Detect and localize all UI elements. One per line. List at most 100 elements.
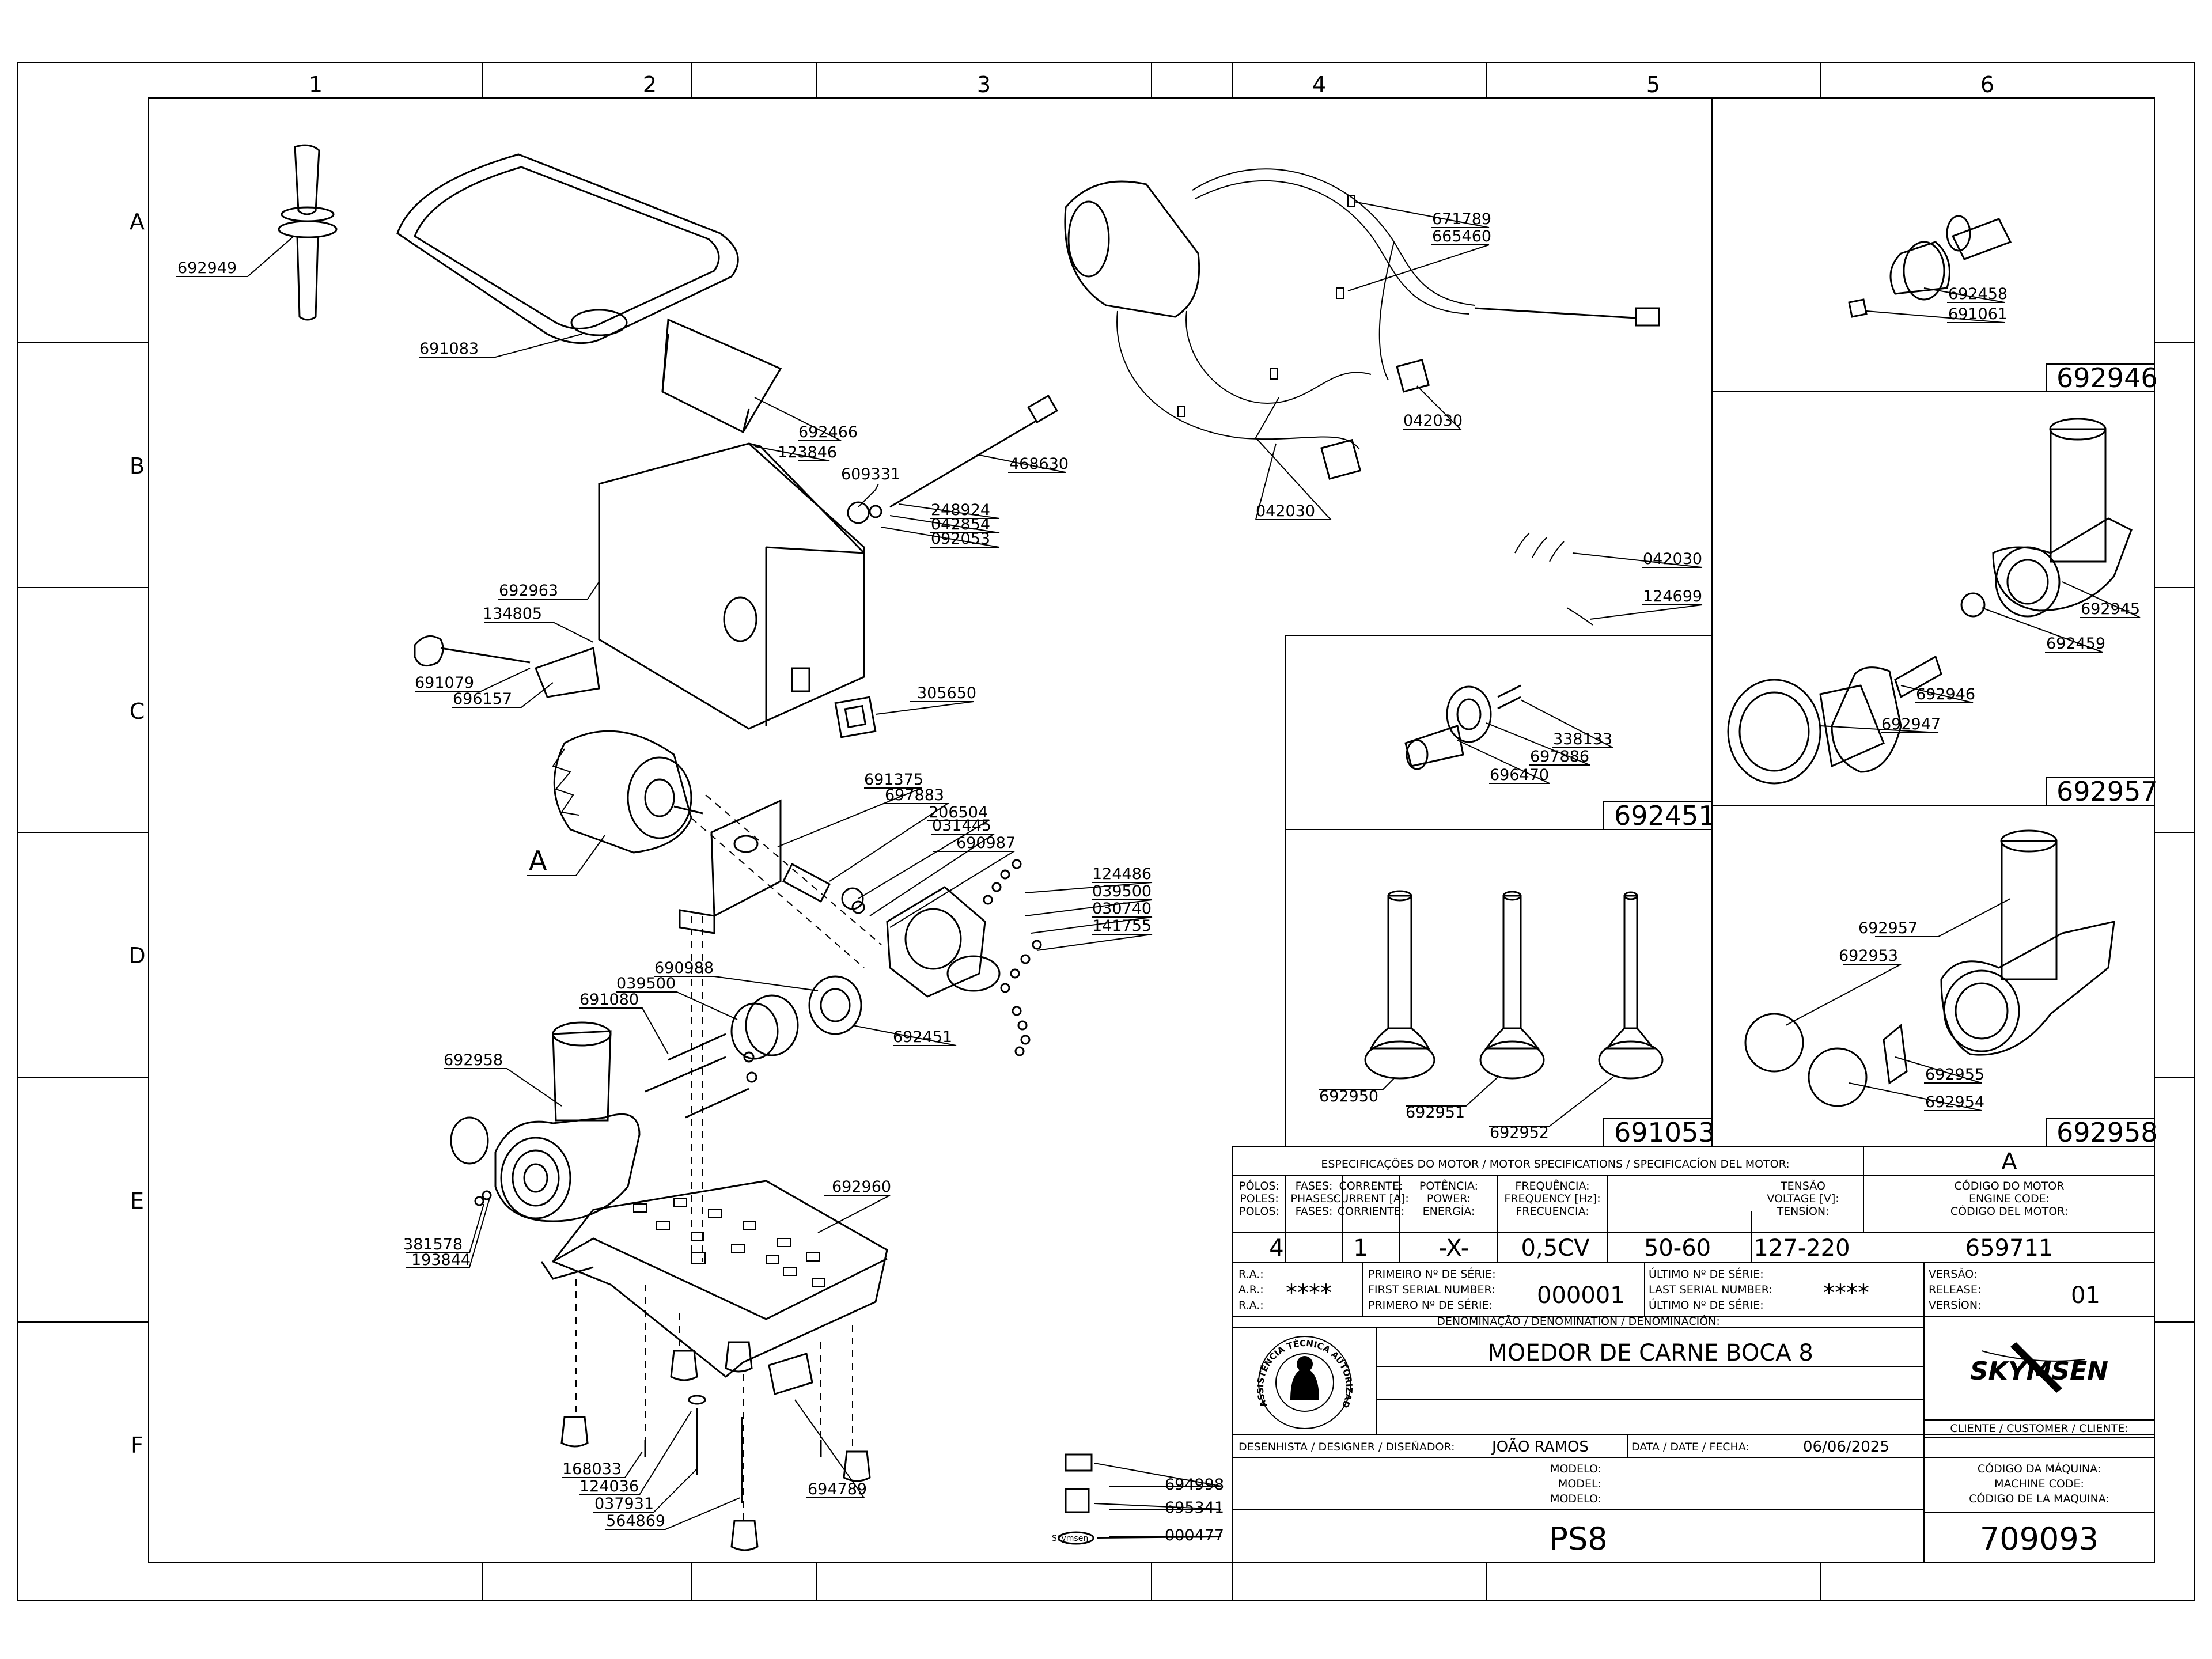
part-label-141755: 141755 — [1092, 917, 1152, 935]
wiring-harness-part — [1064, 168, 1660, 626]
col-phases-2: PHASES: — [1290, 1192, 1337, 1205]
housing-part — [598, 442, 865, 730]
part-label-691061: 691061 — [1948, 305, 2008, 323]
client-label: CLIENTE / CUSTOMER / CLIENTE: — [1950, 1422, 2128, 1435]
tray-part — [396, 153, 739, 344]
bracket-part — [679, 799, 782, 934]
last-serial-label-2: LAST SERIAL NUMBER: — [1649, 1283, 1772, 1296]
part-label-042854: 042854 — [931, 516, 990, 533]
col-freq-3: FRECUENCIA: — [1516, 1205, 1589, 1218]
part-label-692466: 692466 — [798, 423, 858, 441]
first-serial-label-2: FIRST SERIAL NUMBER: — [1368, 1283, 1495, 1296]
panel-id-692451: 692451 — [1614, 800, 1715, 831]
row-label-c: C — [130, 699, 145, 724]
part-label-690988: 690988 — [654, 959, 714, 977]
head-692958-part — [1744, 830, 2115, 1107]
model-value: PS8 — [1549, 1521, 1607, 1557]
grinder-head-part — [450, 1021, 641, 1222]
ra-label-3: R.A.: — [1238, 1299, 1264, 1312]
part-label-248924: 248924 — [931, 501, 990, 519]
part-label-696157: 696157 — [453, 690, 512, 708]
part-label-564869: 564869 — [606, 1512, 665, 1530]
row-label-e: E — [130, 1188, 144, 1214]
part-label-305650: 305650 — [917, 684, 976, 702]
part-label-692963: 692963 — [499, 582, 558, 600]
machine-code-label-3: CÓDIGO DE LA MAQUINA: — [1969, 1491, 2109, 1505]
part-label-697886: 697886 — [1530, 748, 1589, 766]
alignment-lines — [575, 794, 882, 1521]
col-label-1: 1 — [309, 72, 323, 97]
part-label-092053: 092053 — [931, 530, 990, 548]
denomination-value: MOEDOR DE CARNE BOCA 8 — [1487, 1340, 1813, 1366]
part-label-671789: 671789 — [1432, 210, 1491, 228]
detail-panels — [1285, 98, 2154, 1147]
col-poles-3: POLOS: — [1239, 1205, 1279, 1218]
col-current-3: CORRIENTE: — [1338, 1205, 1404, 1218]
grid-ticks — [17, 62, 2195, 1600]
last-serial-label-3: ÚLTIMO Nº DE SÉRIE: — [1649, 1298, 1764, 1312]
col-freq-1: FREQUÊNCIA: — [1515, 1179, 1589, 1192]
part-label-692950: 692950 — [1319, 1088, 1378, 1105]
skymsen-logo: SKYMSEN — [1970, 1342, 2108, 1393]
col-label-6: 6 — [1980, 72, 1994, 97]
machine-code-label-2: MACHINE CODE: — [1994, 1478, 2084, 1490]
col-poles-2: POLES: — [1240, 1192, 1278, 1205]
part-label-692945: 692945 — [2081, 600, 2140, 618]
row-label-d: D — [128, 943, 145, 968]
col-label-3: 3 — [977, 72, 991, 97]
part-label-692955: 692955 — [1925, 1066, 1984, 1084]
part-label-691079: 691079 — [415, 674, 474, 692]
part-label-692957: 692957 — [1858, 919, 1918, 937]
spec-header: ESPECIFICAÇÕES DO MOTOR / MOTOR SPECIFIC… — [1321, 1157, 1789, 1171]
part-label-695341: 695341 — [1165, 1499, 1224, 1517]
part-label-697883: 697883 — [885, 786, 944, 804]
part-label-042030-wires: 042030 — [1256, 502, 1315, 520]
last-serial-value: **** — [1823, 1280, 1869, 1306]
col-label-5: 5 — [1646, 72, 1660, 97]
phases-value: 1 — [1353, 1235, 1368, 1262]
part-label-039500-left: 039500 — [616, 975, 676, 993]
col-engine-code-1: CÓDIGO DO MOTOR — [1955, 1179, 2065, 1192]
designer-label: DESENHISTA / DESIGNER / DISEÑADOR: — [1238, 1440, 1455, 1453]
worm-shaft-part — [1848, 215, 2012, 318]
brand-name: SKYMSEN — [1970, 1357, 2108, 1386]
part-label-338133: 338133 — [1553, 730, 1612, 748]
date-value: 06/06/2025 — [1803, 1438, 1889, 1456]
title-block: ESPECIFICAÇÕES DO MOTOR / MOTOR SPECIFIC… — [0, 0, 2155, 1563]
part-label-692451: 692451 — [893, 1028, 952, 1046]
current-value: -X- — [1439, 1235, 1469, 1262]
gear-train-part — [730, 862, 1001, 1060]
outer-frame — [17, 62, 2195, 1601]
version-label-1: VERSÃO: — [1929, 1267, 1977, 1281]
col-current-1: CORRENTE: — [1339, 1180, 1403, 1192]
denomination-label: DENOMINAÇÃO / DENOMINATION / DENOMINACIÓ… — [1437, 1314, 1720, 1328]
panel-id-692957: 692957 — [2056, 776, 2158, 807]
designer-value: JOÃO RAMOS — [1491, 1437, 1589, 1456]
part-label-124036: 124036 — [579, 1478, 639, 1495]
part-label-692949: 692949 — [177, 259, 237, 277]
date-label: DATA / DATE / FECHA: — [1631, 1441, 1749, 1453]
part-label-696470: 696470 — [1490, 766, 1549, 784]
col-power-2: POWER: — [1427, 1192, 1471, 1205]
base-part — [540, 1180, 888, 1378]
col-voltage-2: VOLTAGE [V]: — [1767, 1192, 1839, 1205]
poles-value: 4 — [1269, 1235, 1283, 1262]
part-label-381578: 381578 — [403, 1236, 463, 1253]
first-serial-value: 000001 — [1537, 1282, 1625, 1309]
model-label-2: MODEL: — [1558, 1478, 1601, 1490]
power-cord-part — [847, 394, 1058, 524]
skymsen-small-label: Skymsen — [1052, 1534, 1088, 1543]
leader-lines — [176, 201, 2141, 1539]
fasteners-part — [983, 859, 1042, 1056]
motor-part — [552, 730, 703, 854]
col-phases-1: FASES: — [1296, 1180, 1333, 1192]
detail-a-leader — [527, 835, 605, 876]
panel-id-692946: 692946 — [2056, 362, 2158, 393]
panel-id-691053: 691053 — [1614, 1117, 1715, 1148]
part-label-692946: 692946 — [1916, 685, 1975, 703]
pusher-part — [278, 144, 338, 321]
part-label-037931: 037931 — [594, 1495, 654, 1513]
part-label-692951: 692951 — [1406, 1104, 1465, 1122]
labels-part — [1058, 1453, 1094, 1545]
panel-boxes: 692946 692957 692958 692451 691053 — [1603, 362, 2158, 1148]
